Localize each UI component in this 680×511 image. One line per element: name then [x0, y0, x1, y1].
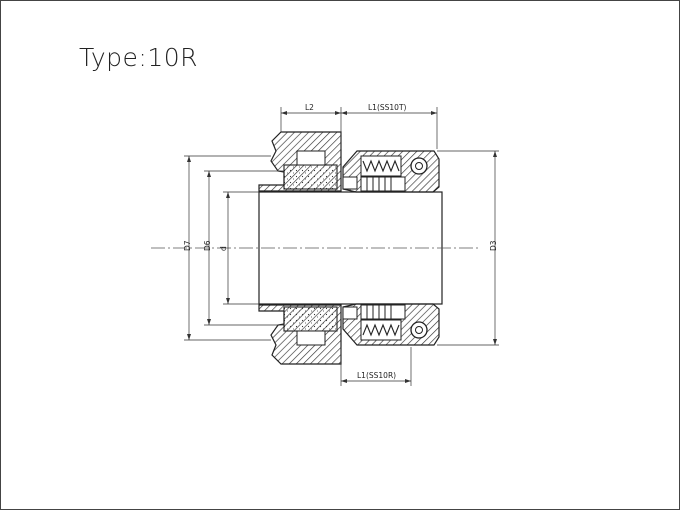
dim-d3-label: D3	[489, 240, 498, 251]
dim-d7-label: D7	[183, 240, 192, 251]
lower-seat-housing	[258, 304, 342, 365]
upper-seat-housing	[258, 131, 342, 192]
dim-d6-label: D6	[203, 240, 212, 251]
dim-l2-label: L2	[305, 103, 314, 112]
lower-rotating-assembly	[342, 303, 440, 346]
dimension-arrows	[187, 111, 497, 383]
dim-l1-bottom-label: L1(SS10R)	[357, 371, 396, 380]
dimension-lines	[184, 107, 499, 386]
drawing-title: Type:10R	[79, 43, 199, 72]
upper-rotating-assembly	[342, 150, 440, 193]
shaft	[151, 191, 481, 305]
dim-l1-top-label: L1(SS10T)	[368, 103, 407, 112]
dim-d-label: d	[219, 246, 228, 251]
